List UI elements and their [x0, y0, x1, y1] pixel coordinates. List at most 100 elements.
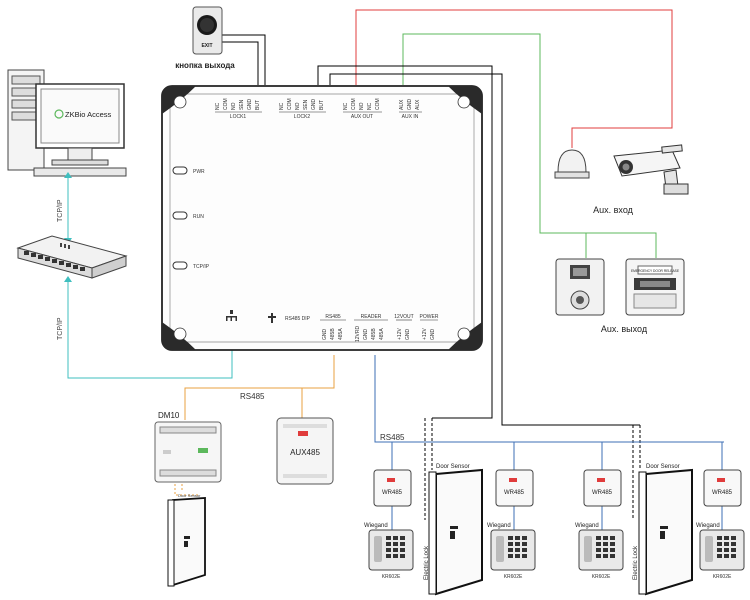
- tcpip-label-top: TCP/IP: [57, 199, 64, 222]
- pin: 12VRD: [355, 325, 361, 342]
- tcpip-label-bottom: TCP/IP: [57, 317, 64, 340]
- reader-label: READER: [361, 314, 382, 320]
- rs485-label: RS485: [325, 314, 341, 320]
- door-2: Door Sensor Electric Lock: [633, 464, 693, 596]
- rs485-label-right: RS485: [380, 433, 405, 442]
- wr485-label: WR485: [504, 490, 525, 496]
- pc-workstation: ZKBio Access: [7, 69, 127, 177]
- arrow-up-icon: [64, 172, 72, 178]
- exit-button: EXIT кнопка выхода: [175, 6, 235, 70]
- top-terminals: NC COM NO SEN GND BUT LOCK1 NC COM NO SE…: [215, 98, 422, 120]
- wr485-label: WR485: [382, 490, 403, 496]
- dm10-door-sensor-label: Door Sensor: [178, 493, 201, 498]
- door-1: Door Sensor Electric Lock: [424, 464, 483, 596]
- keypad-model: KR602E: [713, 574, 732, 580]
- aux-input-label: Aux. вход: [593, 205, 633, 215]
- rs485-orange-wire: [184, 355, 335, 420]
- reader-unit-2: WR485 Wiegand KR602E: [487, 469, 536, 580]
- pin: GND: [311, 99, 317, 111]
- 12vout-label: 12VOUT: [394, 314, 413, 320]
- pin: GND: [247, 99, 253, 111]
- dip-label: RS485 DIP: [285, 316, 311, 322]
- power-label: POWER: [420, 314, 439, 320]
- reader-unit-3: WR485 Wiegand KR602E: [575, 469, 624, 580]
- status-leds: PWR RUN TCP/IP: [172, 166, 210, 270]
- app-logo-icon: [54, 109, 64, 119]
- aux485-label: AUX485: [290, 448, 320, 457]
- keypad-model: KR602E: [504, 574, 523, 580]
- lock2-black-wire: [329, 73, 640, 426]
- aux-output-label: Aux. выход: [601, 324, 648, 334]
- wires: [67, 9, 724, 530]
- aux485-module: AUX485: [276, 417, 334, 485]
- exit-button-wire-2: [222, 41, 259, 85]
- aux-out-red-wire: [355, 9, 673, 148]
- pin: GND: [430, 329, 436, 341]
- pin: NO: [231, 102, 237, 110]
- pin: NC: [367, 102, 373, 110]
- aux-out-terminal: NC COM NO NC COM AUX OUT: [343, 98, 382, 120]
- bottom-terminals: RS485 GND 485B 485A READER 12VRD GND 485…: [320, 314, 439, 342]
- dm10-title: DM10: [158, 411, 180, 420]
- pin: NC: [279, 102, 285, 110]
- rs485-label-left: RS485: [240, 392, 265, 401]
- power-terminal: POWER +12V GND: [420, 314, 439, 340]
- dm10-module: [154, 421, 222, 483]
- lock2-label: LOCK2: [294, 114, 311, 120]
- access-controller: NC COM NO SEN GND BUT LOCK1 NC COM NO SE…: [161, 85, 483, 351]
- arrow-up-icon-2: [64, 276, 72, 282]
- wiegand-label: Wiegand: [364, 523, 388, 529]
- pin: GND: [405, 329, 411, 341]
- siren-icon: [554, 149, 590, 179]
- exit-face-label: EXIT: [201, 43, 212, 49]
- pin: COM: [287, 98, 293, 110]
- app-name: ZKBio Access: [65, 110, 112, 119]
- pin: 485A: [379, 328, 385, 340]
- pin: SEN: [303, 99, 309, 110]
- door-sensor-label: Door Sensor: [646, 464, 680, 470]
- network-switch: [16, 235, 128, 279]
- keypad-model: KR602E: [382, 574, 401, 580]
- lock1-terminal: NC COM NO SEN GND BUT LOCK1: [215, 98, 262, 120]
- lock1-black-wire: [317, 65, 493, 419]
- pin: COM: [375, 98, 381, 110]
- dm10-door-wire: [174, 480, 200, 496]
- pin: COM: [351, 98, 357, 110]
- pin: NO: [359, 102, 365, 110]
- aux-in-green-wire: [402, 33, 587, 258]
- emergency-release-icon: EMERGENCY DOOR RELEASE: [625, 258, 685, 316]
- pin: NC: [215, 102, 221, 110]
- emergency-text: EMERGENCY DOOR RELEASE: [631, 269, 680, 273]
- electric-lock-label: Electric Lock: [633, 545, 639, 580]
- aux-in-label: AUX IN: [402, 114, 419, 120]
- pin: SEN: [239, 99, 245, 110]
- rs485-terminal: RS485 GND 485B 485A: [320, 314, 346, 340]
- wiegand-label: Wiegand: [487, 523, 511, 529]
- exit-button-caption: кнопка выхода: [175, 61, 235, 70]
- lock1-label: LOCK1: [230, 114, 247, 120]
- pin: +12V: [397, 328, 403, 340]
- keypad-model: KR602E: [592, 574, 611, 580]
- reader-terminal: READER 12VRD GND 485B 485A: [354, 314, 388, 342]
- lock2-terminal: NC COM NO SEN GND BUT LOCK2: [279, 98, 326, 120]
- pin: BUT: [255, 100, 261, 110]
- reader-bus-wire: [374, 355, 724, 443]
- led-tcpip-label: TCP/IP: [193, 264, 210, 270]
- pin: COM: [223, 98, 229, 110]
- camera-icon: [613, 144, 689, 195]
- pin: NC: [343, 102, 349, 110]
- door-sensor-label: Door Sensor: [436, 464, 470, 470]
- pin: 485B: [371, 328, 377, 340]
- dm10-door: Door Sensor: [167, 493, 206, 587]
- electric-lock-label: Electric Lock: [424, 545, 430, 580]
- tcpip-wire-controller: [67, 280, 233, 379]
- reader-unit-4: WR485 Wiegand KR602E: [696, 469, 745, 580]
- pin: GND: [363, 329, 369, 341]
- aux-out-label: AUX OUT: [351, 114, 373, 120]
- pin: GND: [407, 99, 413, 111]
- switch-ports: [24, 251, 85, 271]
- pin: 485B: [330, 328, 336, 340]
- pin: 485A: [338, 328, 344, 340]
- pin: +12V: [422, 328, 428, 340]
